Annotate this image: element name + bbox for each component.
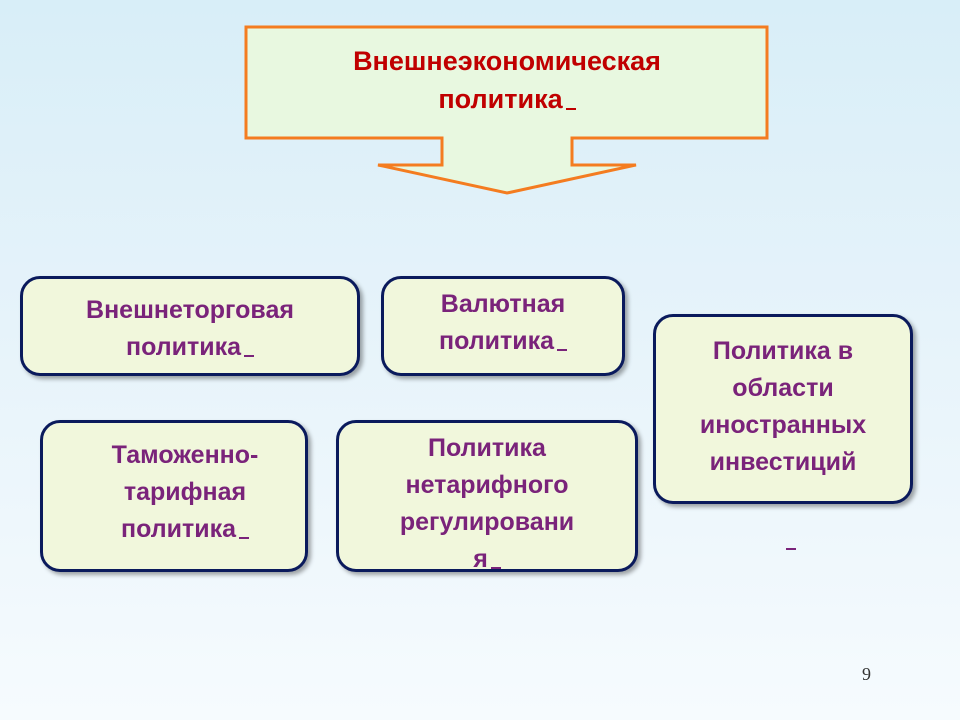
box-investment-policy xyxy=(653,314,913,504)
foreign-trade-line-1: Внешнеторговая xyxy=(86,296,294,324)
box-nontariff-policy xyxy=(336,420,638,572)
customs-line-3: политика xyxy=(120,515,237,543)
foreign-trade-line-2: политика xyxy=(125,333,242,361)
box-currency-text: Валютная политика xyxy=(381,286,625,360)
customs-line-1: Таможенно- xyxy=(111,441,259,469)
investment-line-3: иностранных xyxy=(699,411,867,439)
title-dash xyxy=(565,108,576,110)
nontariff-dash xyxy=(490,567,501,569)
currency-line-1: Валютная xyxy=(440,290,566,318)
currency-line-2: политика xyxy=(438,327,555,355)
nontariff-line-3: регулировани xyxy=(399,508,575,536)
box-currency-policy xyxy=(381,276,625,376)
nontariff-line-1: Политика xyxy=(428,434,546,462)
box-customs-tariff-policy xyxy=(40,420,308,572)
box-foreign-trade-text: Внешнеторговая политика xyxy=(20,292,360,366)
nontariff-line-4: я xyxy=(473,545,488,573)
box-investment-text: Политика в области иностранных инвестици… xyxy=(653,333,913,481)
foreign-trade-dash xyxy=(244,355,255,357)
investment-line-1: Политика в xyxy=(712,337,854,365)
investment-line-4: инвестиций xyxy=(709,448,857,476)
page-number: 9 xyxy=(862,664,871,684)
customs-dash xyxy=(239,537,250,539)
currency-dash xyxy=(557,349,568,351)
investment-line-2: области xyxy=(732,374,834,402)
nontariff-line-2: нетарифного xyxy=(405,471,569,499)
page-title: Внешнеэкономическая политика xyxy=(262,42,752,118)
title-line-2: политика xyxy=(438,84,563,114)
box-foreign-trade-policy xyxy=(20,276,360,376)
title-line-1: Внешнеэкономическая xyxy=(353,46,661,76)
investment-dash xyxy=(786,548,796,550)
box-customs-text: Таможенно- тарифная политика xyxy=(55,437,315,548)
box-nontariff-text: Политика нетарифного регулировани я xyxy=(336,430,638,578)
customs-line-2: тарифная xyxy=(123,478,247,506)
